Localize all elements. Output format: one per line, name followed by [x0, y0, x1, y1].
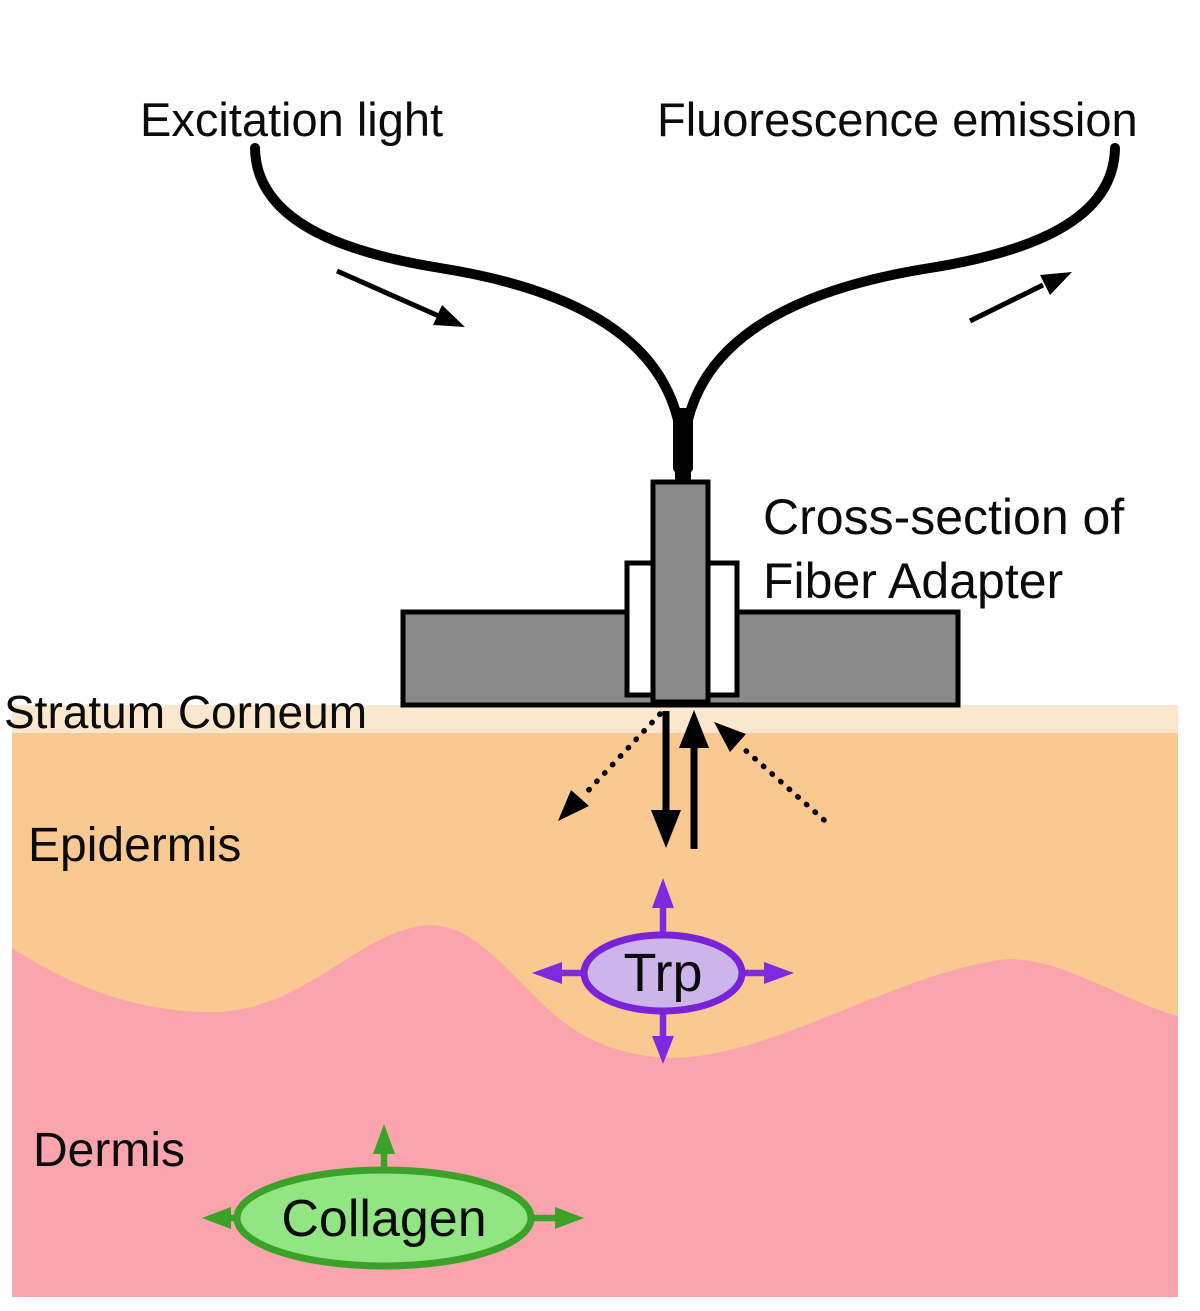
collagen-up-arrow-icon — [373, 1124, 395, 1154]
trp-label: Trp — [624, 943, 703, 1003]
trp-right-arrow-icon — [764, 962, 794, 984]
trp-fluorophore: Trp — [532, 878, 794, 1064]
collagen-fluorophore: Collagen — [202, 1124, 584, 1270]
trp-down-arrow-icon — [652, 1036, 674, 1064]
trp-left-arrow-icon — [532, 962, 562, 984]
cross-section-label-line2: Fiber Adapter — [763, 553, 1063, 609]
fluorescence-emission-label: Fluorescence emission — [657, 93, 1138, 146]
skin-light-arrows — [558, 710, 827, 849]
collagen-right-arrow-icon — [555, 1207, 584, 1229]
excitation-fiber — [250, 143, 683, 473]
trp-emission-arrows — [532, 878, 794, 1064]
cross-section-label-line1: Cross-section of — [763, 489, 1124, 545]
skin-layers — [12, 705, 1178, 1297]
optical-fibers — [250, 143, 1120, 480]
light-up-arrow-icon — [679, 710, 709, 748]
emission-direction-arrow-shaft — [968, 282, 1045, 324]
collagen-label: Collagen — [281, 1190, 486, 1248]
excitation-light-label: Excitation light — [140, 93, 443, 146]
excitation-direction-arrow-icon — [433, 305, 465, 327]
emission-fiber — [683, 143, 1120, 473]
fiber-adapter — [400, 479, 961, 708]
stratum-corneum-layer — [12, 705, 1178, 733]
trp-up-arrow-icon — [652, 878, 674, 908]
emission-direction-arrow-icon — [1040, 272, 1072, 295]
dermis-label: Dermis — [33, 1124, 185, 1177]
collagen-ellipse — [233, 1166, 535, 1270]
scattered-light-right-arrow-icon — [714, 722, 746, 752]
light-down-arrow-icon — [651, 810, 681, 848]
scattered-light-left-arrow-icon — [558, 790, 589, 821]
text-labels: Excitation light Fluorescence emission C… — [4, 93, 1138, 1177]
collagen-left-arrow-icon — [202, 1207, 231, 1229]
epidermis-label: Epidermis — [28, 819, 241, 872]
trp-ellipse — [580, 931, 746, 1015]
stratum-corneum-label: Stratum Corneum — [4, 686, 367, 738]
excitation-direction-arrow-shaft — [335, 268, 443, 320]
fiber-direction-arrows — [335, 268, 1072, 327]
fiber-ferrule — [650, 479, 711, 705]
scattered-light-left-shaft — [581, 711, 663, 798]
